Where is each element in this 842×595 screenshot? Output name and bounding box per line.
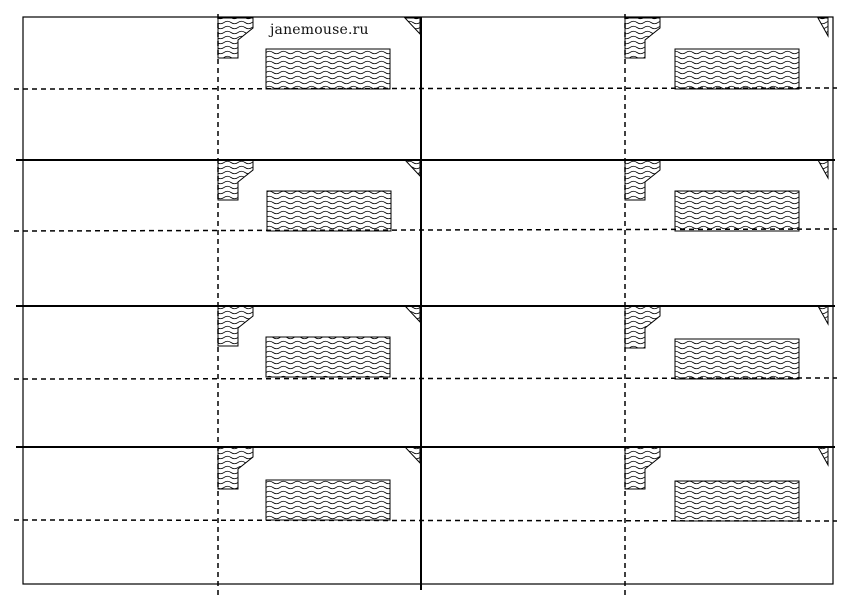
cell-left-1 — [217, 17, 421, 90]
cell-right-2 — [624, 159, 829, 232]
cell-right-4 — [624, 446, 829, 522]
cell-right-1 — [624, 17, 829, 90]
site-watermark: janemouse.ru — [270, 22, 369, 38]
cell-left-3 — [217, 305, 421, 378]
cell-left-2 — [217, 159, 421, 232]
sheet-border — [22, 16, 834, 585]
cell-left-4 — [217, 446, 421, 521]
cell-right-3 — [624, 305, 829, 380]
